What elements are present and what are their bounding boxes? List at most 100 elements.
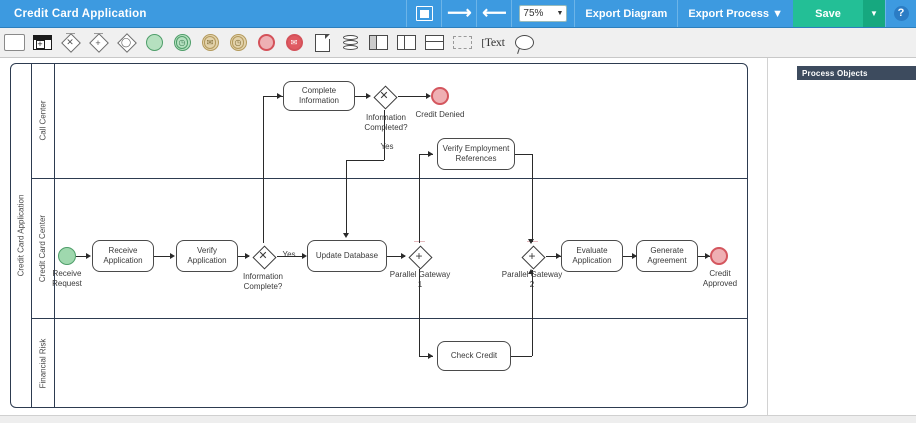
lane-header-call-center[interactable]: Call Center bbox=[38, 100, 48, 141]
page-title: Credit Card Application bbox=[14, 7, 147, 20]
flow-down-to-update-db bbox=[346, 159, 348, 236]
redo-button[interactable]: ⟶ bbox=[441, 0, 476, 27]
inclusive-gateway-tool[interactable]: + bbox=[84, 29, 112, 57]
export-diagram-button[interactable]: Export Diagram bbox=[574, 0, 677, 27]
flow-pg1-down bbox=[418, 269, 420, 356]
diagram-canvas[interactable]: Credit Card Application Call Center Cred… bbox=[0, 58, 916, 415]
lane-divider-2 bbox=[32, 318, 748, 319]
arrow-pg1-to-check-credit bbox=[428, 352, 433, 359]
help-button[interactable]: ? bbox=[885, 0, 916, 27]
message-intermediate-event-tool[interactable]: ✉ bbox=[196, 29, 224, 57]
complex-gateway-tool[interactable]: ◯ bbox=[112, 29, 140, 57]
lane-header-divider bbox=[54, 63, 56, 408]
flow-pg1-up-right bbox=[418, 153, 433, 155]
arrow-complete-info-to-gw bbox=[366, 92, 371, 99]
timer-intermediate-event-icon: ◷ bbox=[229, 34, 247, 51]
arrow-verify-to-gw bbox=[245, 252, 250, 259]
annotation-tool[interactable] bbox=[510, 29, 538, 57]
task-complete-information[interactable]: Complete Information bbox=[283, 81, 355, 111]
flow-label-yes-top: Yes bbox=[380, 142, 394, 151]
task-generate-agreement[interactable]: Generate Agreement bbox=[636, 240, 698, 272]
end-event-credit-denied[interactable] bbox=[431, 87, 449, 105]
flow-info-completed-down bbox=[383, 110, 385, 160]
zoom-select[interactable]: 75% ▼ bbox=[519, 5, 568, 22]
flow-gw-info-complete-up bbox=[262, 96, 264, 243]
end-event-credit-denied-label: Credit Denied bbox=[415, 110, 465, 119]
tool-palette: ✕ + ◯ ◷ ✉ ◷ bbox=[0, 28, 916, 58]
message-intermediate-event-icon: ✉ bbox=[201, 34, 219, 51]
save-dropdown-caret[interactable]: ▼ bbox=[863, 0, 885, 27]
fullscreen-button[interactable] bbox=[406, 0, 441, 27]
flow-up-to-complete-info bbox=[262, 95, 283, 97]
horizontal-pool-tool[interactable] bbox=[364, 29, 392, 57]
start-event-tool[interactable] bbox=[140, 29, 168, 57]
export-process-button[interactable]: Export Process ▼ bbox=[677, 0, 793, 27]
lane-tool[interactable] bbox=[28, 29, 56, 57]
lane-header-financial-risk[interactable]: Financial Risk bbox=[38, 338, 48, 388]
select-region-tool[interactable] bbox=[448, 29, 476, 57]
task-verify-employment-references[interactable]: Verify Employment References bbox=[437, 138, 515, 170]
arrow-update-db-to-pg1 bbox=[401, 252, 406, 259]
task-update-database[interactable]: Update Database bbox=[307, 240, 387, 272]
start-event-icon bbox=[145, 34, 163, 51]
data-object-tool[interactable] bbox=[308, 29, 336, 57]
data-store-icon bbox=[342, 34, 358, 51]
timer-intermediate-event-tool[interactable]: ◷ bbox=[224, 29, 252, 57]
process-objects-panel-header[interactable]: Process Objects bbox=[797, 66, 916, 80]
end-event-tool[interactable] bbox=[252, 29, 280, 57]
gateway-parallel-1[interactable]: + bbox=[405, 241, 433, 270]
save-button[interactable]: Save bbox=[793, 0, 863, 27]
flow-pg1-down-right bbox=[418, 355, 433, 357]
pool-label: Credit Card Application bbox=[10, 63, 32, 408]
arrow-down-to-update-db bbox=[342, 233, 349, 238]
start-event-receive-request[interactable] bbox=[58, 247, 76, 265]
pool-icon bbox=[3, 34, 25, 51]
split-lane-icon bbox=[424, 35, 444, 50]
flow-verify-emp-down-to-pg2 bbox=[531, 153, 533, 242]
arrow-receive-to-verify bbox=[170, 252, 175, 259]
gateway-information-completed[interactable]: ✕ bbox=[370, 82, 398, 110]
flow-verify-emp-right bbox=[515, 153, 532, 155]
flow-verify-to-gw bbox=[238, 255, 249, 257]
text-tool[interactable]: [Text bbox=[476, 29, 510, 57]
arrow-evaluate-to-generate bbox=[632, 252, 637, 259]
undo-button[interactable]: ⟵ bbox=[476, 0, 511, 27]
message-end-event-tool[interactable]: ✉ bbox=[280, 29, 308, 57]
help-icon: ? bbox=[893, 6, 909, 21]
gateway-information-complete[interactable]: ✕ bbox=[249, 242, 277, 270]
end-event-credit-approved[interactable] bbox=[710, 247, 728, 265]
task-evaluate-application[interactable]: Evaluate Application bbox=[561, 240, 623, 272]
app-header: Credit Card Application ⟶ ⟵ 75% ▼ Export… bbox=[0, 0, 916, 28]
timer-start-event-tool[interactable]: ◷ bbox=[168, 29, 196, 57]
task-receive-application[interactable]: Receive Application bbox=[92, 240, 154, 272]
select-region-icon bbox=[452, 36, 472, 49]
arrow-gw-to-update-db bbox=[302, 252, 307, 259]
arrow-pg1-to-verify-emp bbox=[428, 150, 433, 157]
data-store-tool[interactable] bbox=[336, 29, 364, 57]
flow-gw-to-credit-denied bbox=[398, 95, 428, 97]
flow-receive-to-verify bbox=[154, 255, 172, 257]
horizontal-pool-icon bbox=[368, 35, 388, 50]
pool-tool[interactable] bbox=[0, 29, 28, 57]
lane-divider-1 bbox=[32, 178, 748, 179]
gateway-parallel-2[interactable]: + bbox=[518, 241, 546, 270]
task-verify-application[interactable]: Verify Application bbox=[176, 240, 238, 272]
lane-header-credit-card-center[interactable]: Credit Card Center bbox=[38, 214, 48, 282]
header-spacer bbox=[159, 0, 407, 27]
vertical-pool-tool[interactable] bbox=[392, 29, 420, 57]
pool-credit-card-application[interactable] bbox=[10, 63, 748, 408]
flow-evaluate-to-generate bbox=[623, 255, 636, 257]
annotation-icon bbox=[514, 35, 534, 50]
flow-check-credit-up-to-pg2 bbox=[531, 270, 533, 356]
arrow-up-to-complete-info bbox=[277, 92, 282, 99]
timer-start-event-icon: ◷ bbox=[173, 34, 191, 51]
message-end-event-icon: ✉ bbox=[285, 34, 303, 51]
task-check-credit[interactable]: Check Credit bbox=[437, 341, 511, 371]
flow-check-credit-right bbox=[511, 355, 532, 357]
exclusive-gateway-tool[interactable]: ✕ bbox=[56, 29, 84, 57]
flow-start-to-receive bbox=[76, 255, 88, 257]
split-lane-tool[interactable] bbox=[420, 29, 448, 57]
zoom-control[interactable]: 75% ▼ bbox=[511, 0, 574, 27]
